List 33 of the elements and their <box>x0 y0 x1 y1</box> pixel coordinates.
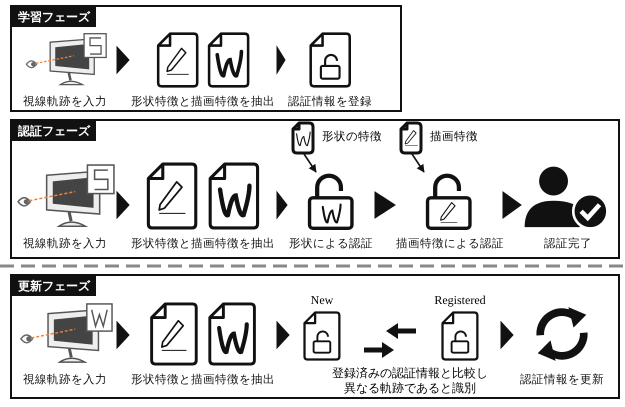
chevron-arrow <box>276 190 288 220</box>
phase-tab: 学習フェーズ <box>12 7 96 27</box>
feature-label: 描画特徴 <box>430 130 478 145</box>
phase-tab: 更新フェーズ <box>12 276 96 296</box>
step-caption: 視線軌跡を入力 <box>22 94 108 110</box>
step-caption: 形状特徴と描画特徴を抽出 <box>130 236 276 252</box>
phase-panel <box>10 274 620 399</box>
comparison-caption: 登録済みの認証情報と比較し異なる軌跡であると識別 <box>331 366 489 396</box>
document-label: Registered <box>433 292 487 308</box>
chevron-arrow <box>116 46 130 74</box>
chevron-arrow <box>276 45 286 75</box>
chevron-arrow <box>116 320 130 350</box>
step-caption: 形状特徴と描画特徴を抽出 <box>130 94 276 110</box>
phase-panel <box>10 119 620 259</box>
chevron-arrow <box>500 320 514 350</box>
step-caption: 形状特徴と描画特徴を抽出 <box>130 372 276 388</box>
phase-tab: 認証フェーズ <box>12 121 96 141</box>
arrow <box>411 154 425 173</box>
document-label: New <box>310 292 334 308</box>
step-caption: 形状による認証 <box>288 236 374 252</box>
chevron-arrow <box>374 191 396 219</box>
feature-label: 形状の特徴 <box>322 130 382 145</box>
chevron-arrow <box>116 190 130 220</box>
step-caption: 認証情報を更新 <box>519 372 605 388</box>
arrow <box>303 154 317 173</box>
step-caption: 認証情報を登録 <box>287 94 373 110</box>
step-caption: 描画特徴による認証 <box>396 236 502 252</box>
chevron-arrow <box>276 320 290 350</box>
chevron-arrow <box>502 191 522 219</box>
step-caption: 視線軌跡を入力 <box>22 236 108 252</box>
step-caption: 認証完了 <box>543 236 593 252</box>
phase-panel <box>10 5 402 112</box>
step-caption: 視線軌跡を入力 <box>22 372 108 388</box>
